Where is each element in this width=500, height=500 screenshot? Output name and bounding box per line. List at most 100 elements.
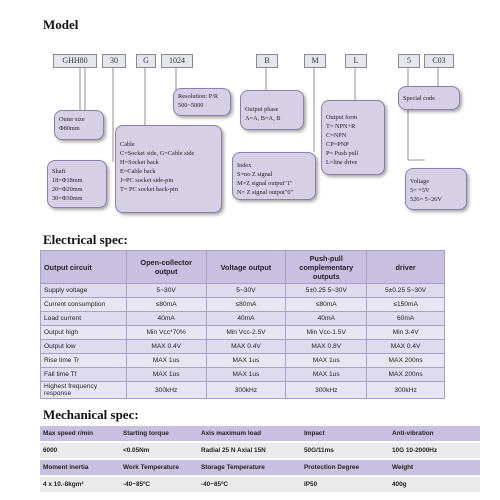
- cell: Min Vcc-1.5V: [285, 325, 368, 340]
- output-phase-box: Output phase A=A, B=A, B: [240, 90, 304, 130]
- table-header-row: Max speed r/min Starting torque Axis max…: [40, 426, 480, 443]
- cell: Min Vcc*70%: [125, 325, 207, 340]
- cell: MAX 1us: [285, 353, 368, 368]
- cell: 4 x 10.-8kgm²: [40, 476, 120, 494]
- cell: Weight: [389, 459, 480, 477]
- cell: MAX 0.4V: [125, 339, 207, 354]
- cell: Min Vcc-2.5V: [205, 325, 287, 340]
- cell: MAX 1us: [125, 367, 207, 382]
- table-row: 6000 <0.05Nm Radial 25 N Axial 15N 50G/1…: [40, 442, 480, 460]
- cell: IP50: [301, 476, 389, 494]
- code-shaft: 30: [102, 54, 126, 68]
- table-row: Current consumption ≤80mA ≤80mA ≤80mA ≤1…: [40, 297, 445, 312]
- row-label: Load current: [40, 311, 127, 326]
- table-header-row: Output circuit Open-collector output Vol…: [40, 250, 445, 284]
- table-row: Rise time Tr MAX 1us MAX 1us MAX 1us MAX…: [40, 353, 445, 368]
- cell: MAX 1us: [285, 367, 368, 382]
- cell: 40mA: [125, 311, 207, 326]
- cell: 6000: [40, 442, 120, 460]
- cell: Axis maximum load: [198, 426, 301, 443]
- header-driver: driver: [366, 250, 445, 284]
- row-label: Output low: [40, 339, 127, 354]
- cell: MAX 200ns: [366, 353, 445, 368]
- code-voltage: 5: [398, 54, 420, 68]
- cell: <0.05Nm: [120, 442, 198, 460]
- cell: Moment inertia: [40, 459, 120, 477]
- cell: Max speed r/min: [40, 426, 120, 443]
- code-output-phase: B: [256, 54, 278, 68]
- cell: MAX 1us: [205, 367, 287, 382]
- row-label: Fall time Tf: [40, 367, 127, 382]
- resolution-box: Resolution: P/R 500~5000: [173, 88, 231, 116]
- header-push-pull: Push-pull complementary outputs: [285, 250, 368, 284]
- header-output-circuit: Output circuit: [40, 250, 127, 284]
- table-row: Supply voltage 5~30V 5~30V 5±0.25 5~30V …: [40, 283, 445, 298]
- mechanical-spec-table: Max speed r/min Starting torque Axis max…: [40, 426, 480, 494]
- table-header-row: Moment inertia Work Temperature Storage …: [40, 459, 480, 477]
- table-row: Output low MAX 0.4V MAX 0.4V MAX 0.8V MA…: [40, 339, 445, 354]
- row-label: Supply voltage: [40, 283, 127, 298]
- cell: -40~85ºC: [120, 476, 198, 494]
- cell: 40mA: [285, 311, 368, 326]
- cell: ≤80mA: [205, 297, 287, 312]
- cell: MAX 1us: [125, 353, 207, 368]
- code-resolution: 1024: [161, 54, 193, 68]
- electrical-heading: Electrical spec:: [43, 232, 128, 247]
- row-label: Rise time Tr: [40, 353, 127, 368]
- special-code-box: Special code: [398, 86, 460, 110]
- cell: Min 3.4V: [366, 325, 445, 340]
- row-label: Current consumption: [40, 297, 127, 312]
- cable-box: Cable C=Socket side, G=Cable side H=Sock…: [115, 125, 222, 213]
- code-cable: G: [136, 54, 156, 68]
- table-row: Load current 40mA 40mA 40mA 60mA: [40, 311, 445, 326]
- cell: MAX 0.4V: [205, 339, 287, 354]
- cell: Anti-vibration: [389, 426, 480, 443]
- voltage-box: Voltage 5= +5V 526= 5~26V: [405, 168, 467, 210]
- cell: 300kHz: [205, 381, 287, 399]
- cell: MAX 0.4V: [366, 339, 445, 354]
- cell: 5±0.25 5~30V: [366, 283, 445, 298]
- cell: ≤80mA: [125, 297, 207, 312]
- cell: Protection Degree: [301, 459, 389, 477]
- cell: Work Temperature: [120, 459, 198, 477]
- table-row: Fall time Tf MAX 1us MAX 1us MAX 1us MAX…: [40, 367, 445, 382]
- cell: MAX 200ns: [366, 367, 445, 382]
- electrical-spec-table: Output circuit Open-collector output Vol…: [40, 250, 445, 399]
- cell: -40~85ºC: [198, 476, 301, 494]
- cell: 5~30V: [205, 283, 287, 298]
- cell: Storage Temperature: [198, 459, 301, 477]
- cell: 60mA: [366, 311, 445, 326]
- table-row: Output high Min Vcc*70% Min Vcc-2.5V Min…: [40, 325, 445, 340]
- cell: ≤80mA: [285, 297, 368, 312]
- code-special: C03: [424, 54, 454, 68]
- output-form-box: Output form T= NPN+R C=NPN CP=PNP P= Pus…: [321, 100, 385, 175]
- table-row: 4 x 10.-8kgm² -40~85ºC -40~85ºC IP50 400…: [40, 476, 480, 494]
- code-output-form: L: [345, 54, 367, 68]
- cell: 5±0.25 5~30V: [285, 283, 368, 298]
- header-open-collector: Open-collector output: [125, 250, 207, 284]
- cell: 50G/11ms: [301, 442, 389, 460]
- table-row: Highest frequency response 300kHz 300kHz…: [40, 381, 445, 399]
- header-voltage-output: Voltage output: [205, 250, 287, 284]
- cell: ≤150mA: [366, 297, 445, 312]
- cell: 40mA: [205, 311, 287, 326]
- model-heading: Model: [43, 17, 79, 32]
- cell: 300kHz: [125, 381, 207, 399]
- code-series: GHH80: [53, 54, 97, 68]
- shaft-box: Shaft 18=Φ18mm 20=Φ20mm 30=Φ30mm: [47, 160, 107, 208]
- outer-size-box: Outer size Φ80mm: [54, 110, 104, 140]
- cell: Starting torque: [120, 426, 198, 443]
- index-box: Index S=no Z signal M=Z signal output"1"…: [232, 152, 316, 200]
- cell: 5~30V: [125, 283, 207, 298]
- cell: MAX 0.8V: [285, 339, 368, 354]
- row-label: Output high: [40, 325, 127, 340]
- code-index: M: [304, 54, 326, 68]
- mechanical-heading: Mechanical spec:: [43, 407, 139, 422]
- cell: 300kHz: [366, 381, 445, 399]
- cell: 10G 10-2000Hz: [389, 442, 480, 460]
- row-label: Highest frequency response: [40, 381, 127, 399]
- cell: Radial 25 N Axial 15N: [198, 442, 301, 460]
- cell: 400g: [389, 476, 480, 494]
- cell: 300kHz: [285, 381, 368, 399]
- cell: MAX 1us: [205, 353, 287, 368]
